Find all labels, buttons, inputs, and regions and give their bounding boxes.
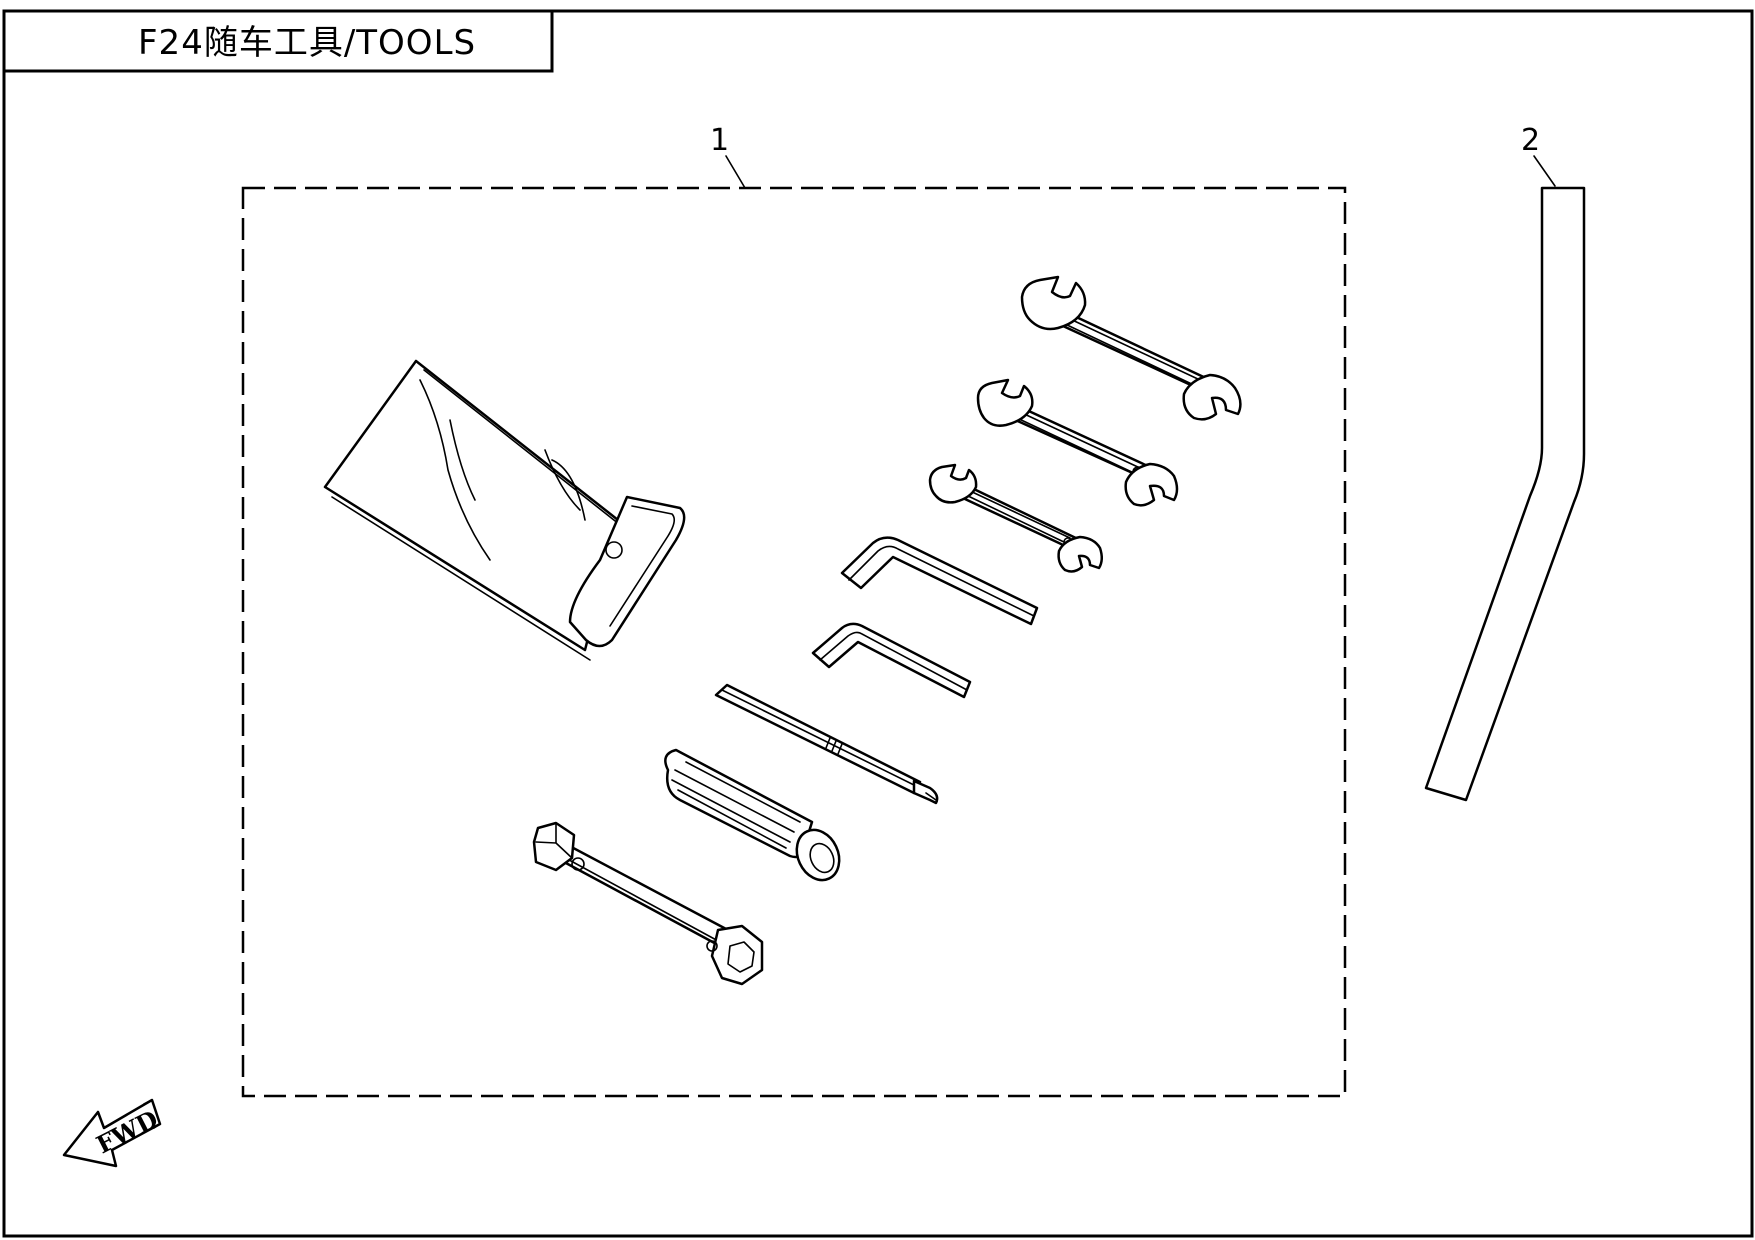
title-block: F24随车工具/TOOLS	[2, 9, 554, 73]
callout-2: 2	[1521, 123, 1556, 187]
screwdriver-handle-icon	[664, 748, 841, 882]
fwd-arrow-icon: FWD	[62, 1098, 163, 1168]
hex-key-icon	[811, 622, 972, 699]
open-end-wrench-icon	[928, 463, 1103, 573]
callout-1-number: 1	[710, 123, 729, 158]
open-end-wrench-icon	[1020, 275, 1242, 421]
callout-1: 1	[710, 123, 746, 189]
tool-pouch-icon	[323, 359, 686, 661]
drawing-frame	[2, 9, 1754, 1238]
fwd-label: FWD	[92, 1104, 163, 1159]
open-end-wrench-icon	[976, 378, 1179, 507]
tool-kit-boundary	[241, 186, 1347, 1098]
screwdriver-blade-icon	[714, 683, 939, 805]
page-title: F24随车工具/TOOLS	[138, 23, 476, 63]
hex-key-icon	[840, 536, 1039, 626]
extension-bar-icon	[1424, 186, 1586, 802]
spark-plug-socket-wrench-icon	[532, 821, 764, 986]
callout-2-number: 2	[1521, 123, 1540, 158]
